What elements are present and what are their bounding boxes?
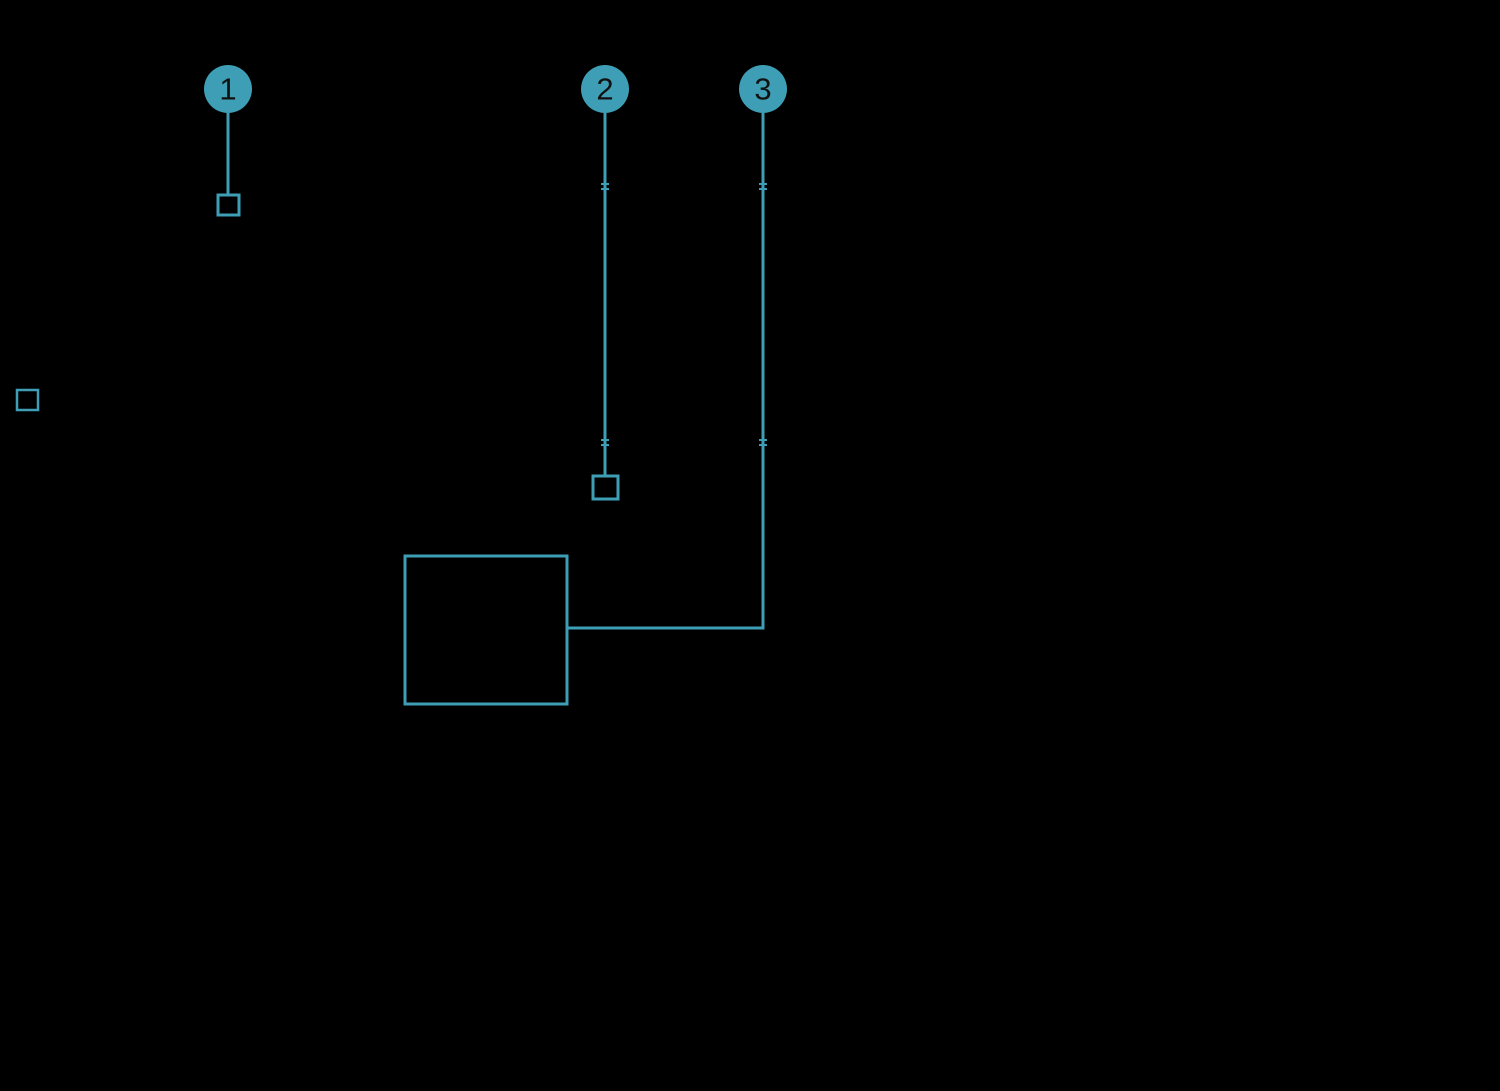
badge-number: 1 bbox=[219, 72, 236, 107]
badge-circle bbox=[204, 65, 252, 113]
callout-1: 1 bbox=[204, 65, 252, 217]
callout-2: 2 bbox=[581, 65, 629, 501]
target-box bbox=[403, 554, 569, 706]
badge-circle bbox=[739, 65, 787, 113]
badge-circle bbox=[581, 65, 629, 113]
badge-number: 3 bbox=[754, 72, 771, 107]
badge-number: 2 bbox=[596, 72, 613, 107]
target-box bbox=[216, 193, 241, 217]
leader-line bbox=[567, 113, 765, 630]
target-box bbox=[591, 474, 620, 501]
standalone-target-box bbox=[15, 388, 40, 412]
callout-3: 3 bbox=[403, 65, 787, 706]
